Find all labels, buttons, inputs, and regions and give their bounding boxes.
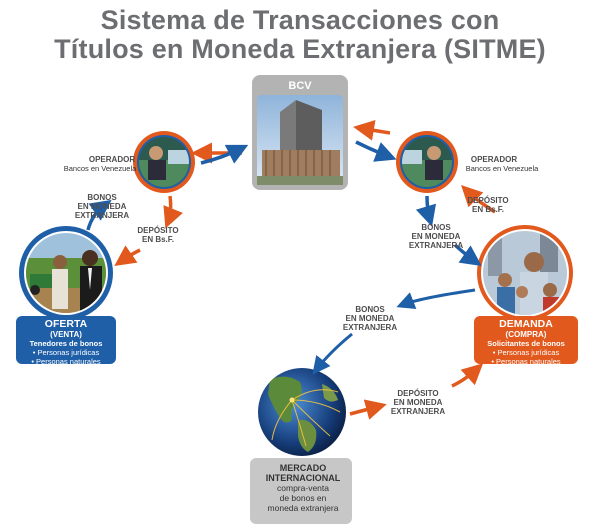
label-deposito-left: DEPÓSITO EN Bs.F. [137, 226, 179, 244]
demanda-photo [477, 225, 573, 321]
arrow-mercado-to-deposito [349, 399, 387, 420]
arrow-deposito-to-demanda [451, 363, 484, 388]
arrow-operador-deposito-down [163, 195, 183, 229]
operador-left-photo [133, 131, 195, 193]
operador-right-title: OPERADOR [470, 155, 518, 164]
arrow-operador-left-to-bcv [200, 144, 249, 165]
oferta-item: • Personas jurídicas [32, 348, 100, 357]
demanda-item: • Personas naturales [491, 357, 561, 366]
arrow-bonos-center-to-mercado [312, 332, 353, 375]
label-bonos-right: BONOS EN MONEDA EXTRANJERA [408, 223, 464, 250]
demanda-title: DEMANDA [499, 318, 553, 330]
oferta-desc: Tenedores de bonos [29, 339, 103, 348]
mercado-desc-3: moneda extranjera [267, 503, 339, 513]
page-title-line1: Sistema de Transacciones con [100, 5, 500, 35]
label-deposito-bottom: DEPÓSITO EN MONEDA EXTRANJERA [390, 389, 446, 416]
arrow-demanda-deposito-to-operador [461, 185, 496, 214]
arrow-demanda-to-bonos-center [396, 288, 476, 310]
demanda-subtitle: (COMPRA) [505, 330, 547, 339]
arrow-bonos-to-demanda [453, 243, 482, 267]
bcv-box [252, 75, 348, 190]
demanda-item: • Personas jurídicas [492, 348, 560, 357]
operador-left-title: OPERADOR [88, 155, 136, 164]
arrow-oferta-bonos-to-operador [86, 199, 112, 231]
operador-right-subtitle: Bancos en Venezuela [465, 164, 539, 173]
demanda-box: DEMANDA (COMPRA) Solicitantes de bonos •… [474, 316, 578, 366]
oferta-subtitle: (VENTA) [50, 330, 82, 339]
arrow-operador-right-to-bcv [353, 119, 391, 141]
arrow-deposito-to-oferta [114, 245, 141, 267]
mercado-title-1: MERCADO [279, 463, 327, 473]
bcv-label: BCV [288, 80, 312, 92]
globe-image [250, 368, 352, 524]
label-bonos-left: BONOS EN MONEDA EXTRANJERA [74, 193, 130, 220]
oferta-box: OFERTA (VENTA) Tenedores de bonos • Pers… [16, 316, 116, 366]
demanda-desc: Solicitantes de bonos [487, 339, 565, 348]
arrow-bcv-to-operador-right [355, 140, 397, 162]
mercado-title-2: INTERNACIONAL [265, 473, 341, 483]
mercado-desc-1: compra-venta [277, 483, 329, 493]
mercado-desc-2: de bonos en [279, 493, 327, 503]
operador-left-subtitle: Bancos en Venezuela [63, 164, 137, 173]
label-deposito-right: DEPÓSITO EN Bs.F. [467, 196, 509, 214]
operador-right-photo [396, 131, 458, 193]
oferta-title: OFERTA [44, 318, 88, 330]
oferta-item: • Personas naturales [31, 357, 101, 366]
oferta-photo [19, 226, 113, 320]
mercado-box: MERCADO INTERNACIONAL compra-venta de bo… [256, 463, 350, 513]
arrow-operador-bonos-down [415, 195, 437, 227]
page-title-line2: Títulos en Moneda Extranjera (SITME) [54, 34, 546, 64]
label-bonos-center: BONOS EN MONEDA EXTRANJERA [342, 305, 398, 332]
